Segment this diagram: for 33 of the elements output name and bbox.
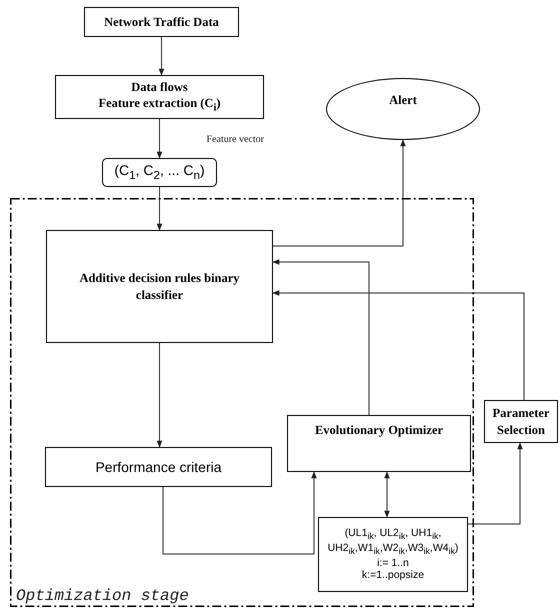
arrow [156,118,162,159]
process-box [484,400,558,443]
group-title: Optimization stage [14,588,191,604]
node-label: Feature extraction (C$_{i}$) [98,95,221,116]
node-label: (C$_{1}$, C$_{2}$, ... C$_{n}$) [114,162,205,183]
arrow [272,290,524,400]
arrow [158,36,164,76]
process-box [84,7,239,37]
arrow [272,259,370,416]
rounded-box [102,158,217,187]
process-box [287,415,471,472]
arrow [162,471,317,554]
node-label: Network Traffic Data [104,14,219,30]
parameter-box [318,517,468,592]
arrow [468,442,523,524]
process-box [45,447,272,487]
node-label: Data flows [131,78,188,96]
node-label: Evolutionary Optimizer [314,422,444,438]
process-box [55,75,264,119]
arrow [156,186,162,231]
edge-label: Feature vector [206,134,264,145]
arrow [156,342,162,448]
process-box [46,230,273,343]
node-label: (UL1$_{ik}$, UL2$_{ik}$, UH1$_{ik}$, UH2$_{ik}$,W1$_{ik}$,W2$_{ik}$,W3$_{ik}$,W4$_{ik}$) [326,527,460,556]
node-label: Additive decision rules binary classifier [78,270,241,303]
arrow [272,139,406,246]
arrow [384,471,390,518]
node-label: Parameter Selection [492,405,550,438]
stage-container [10,198,474,607]
node-label: Alert [389,92,417,108]
node-label: Performance criteria [95,458,222,476]
node-label: k:=1..popsize [362,569,424,582]
node-label: i:= 1..n [377,556,409,570]
